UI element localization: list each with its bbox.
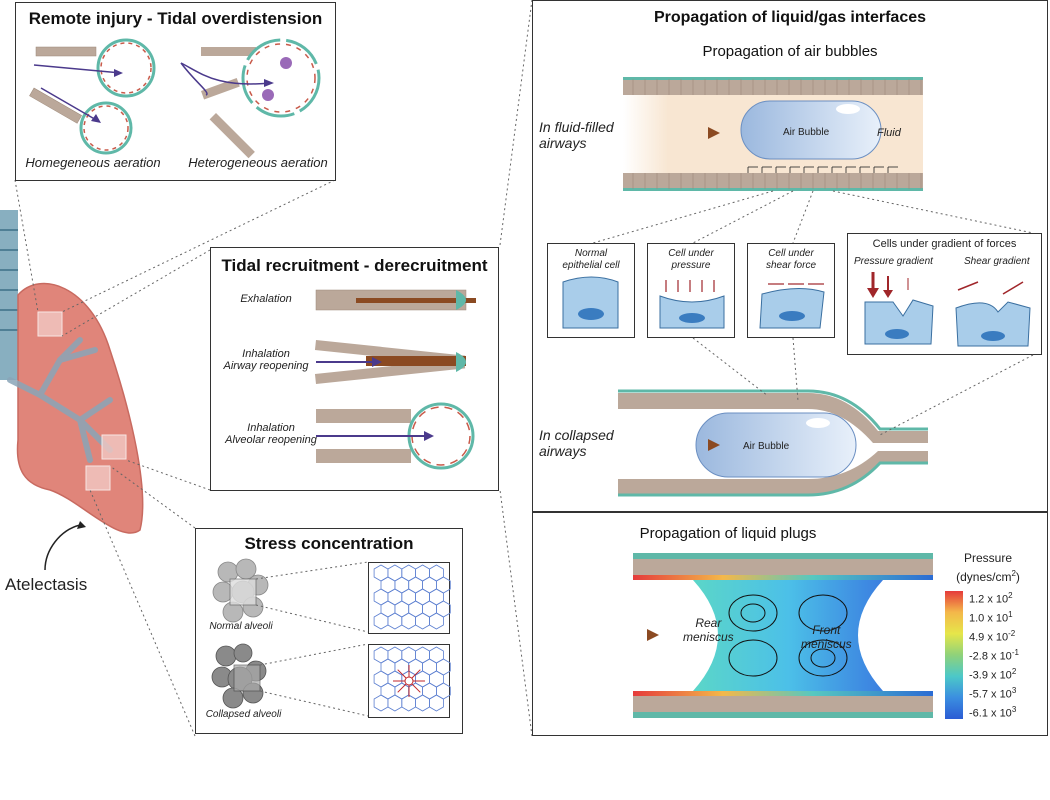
alveolar-reopening-diagram	[316, 402, 475, 470]
collapsed-airway	[618, 389, 928, 497]
pressure-gradient-cell	[864, 272, 934, 345]
hex-alveolus	[401, 612, 416, 630]
air-bubble-label-1: Air Bubble	[783, 127, 830, 138]
gradient-cells-title: Cells under gradient of forces	[872, 238, 1017, 250]
pressure-tick-label: -5.7 x 103	[969, 686, 1017, 701]
fluid-filled-airway	[623, 77, 923, 191]
hex-alveolus	[415, 694, 430, 712]
shear-cell-icon	[759, 283, 825, 329]
stress-concentration-marker	[393, 665, 425, 697]
collapsed-hex-grid-box	[368, 644, 451, 718]
stress-concentration-panel: Stress concentration Normal alveoli Coll…	[195, 528, 463, 734]
heterogeneous-label: Heterogeneous aeration	[188, 155, 328, 170]
liquid-plug-diagram	[633, 553, 933, 718]
tidal-title: Tidal recruitment - derecruitment	[221, 256, 488, 275]
remote-injury-panel: Remote injury - Tidal overdistension Hom…	[15, 2, 336, 181]
collapsed-alveoli-cluster	[211, 643, 267, 709]
exhalation-airway	[315, 289, 476, 311]
pressure-colorbar	[945, 591, 963, 719]
pressure-tick-label: 4.9 x 10-2	[969, 629, 1016, 644]
normal-cell-icon	[562, 276, 619, 329]
stress-title: Stress concentration	[244, 534, 414, 553]
lung-illustration	[0, 210, 144, 534]
airway-reopening-diagram	[314, 340, 466, 384]
pressure-legend-title: Pressure (dynes/cm2)	[956, 551, 1020, 584]
air-bubbles-subtitle: Propagation of air bubbles	[702, 43, 878, 60]
pressure-tick-label: -2.8 x 10-1	[969, 648, 1019, 663]
interfaces-title: Propagation of liquid/gas interfaces	[653, 9, 927, 26]
collapsed-alveoli-label: Collapsed alveoli	[205, 709, 282, 720]
gradient-cells-box: Cells under gradient of forces Pressure …	[847, 233, 1042, 355]
pressure-cell-icon	[659, 280, 725, 329]
fluid-label: Fluid	[877, 127, 901, 139]
air-bubble-label-2: Air Bubble	[743, 441, 790, 452]
hex-alveolus	[429, 612, 444, 630]
shear-gradient-cell	[955, 281, 1031, 347]
normal-hex-grid-box	[368, 562, 451, 634]
hex-alveolus	[415, 612, 430, 630]
liquid-plugs-title: Propagation of liquid plugs	[639, 525, 817, 542]
tidal-recruitment-panel: Tidal recruitment - derecruitment Exhala…	[210, 247, 499, 491]
liquid-gas-interfaces-panel: Propagation of liquid/gas interfaces Pro…	[532, 0, 1048, 512]
normal-alveoli-label: Normal alveoli	[209, 621, 273, 632]
hex-alveolus	[387, 612, 403, 630]
collapsed-hex-grid	[373, 646, 451, 712]
plug-dashed-arrow	[597, 629, 659, 641]
pressure-tick-label: -3.9 x 102	[969, 667, 1017, 682]
homogeneous-label: Homegeneous aeration	[25, 155, 161, 170]
hex-alveolus	[387, 694, 403, 712]
atelectasis-arrow	[44, 521, 86, 571]
pressure-tick-label: 1.0 x 101	[969, 610, 1013, 625]
homogeneous-alveoli-diagram	[29, 38, 156, 155]
pressure-tick-label: 1.2 x 102	[969, 591, 1013, 606]
atelectasis-label: Atelectasis	[5, 575, 88, 594]
shear-gradient-label: Shear gradient	[964, 256, 1030, 267]
hex-alveolus	[429, 694, 444, 712]
normal-alveoli-cluster	[212, 558, 269, 623]
normal-hex-grid	[373, 564, 451, 630]
heterogeneous-alveoli-diagram	[180, 38, 321, 159]
hex-alveolus	[401, 694, 416, 712]
exhalation-label: Exhalation	[240, 293, 292, 305]
remote-injury-title: Remote injury - Tidal overdistension	[28, 9, 323, 28]
pressure-tick-label: -6.1 x 103	[969, 705, 1017, 720]
hex-alveolus	[373, 694, 389, 712]
pressure-gradient-label: Pressure gradient	[854, 256, 933, 267]
hex-alveolus	[373, 612, 389, 630]
